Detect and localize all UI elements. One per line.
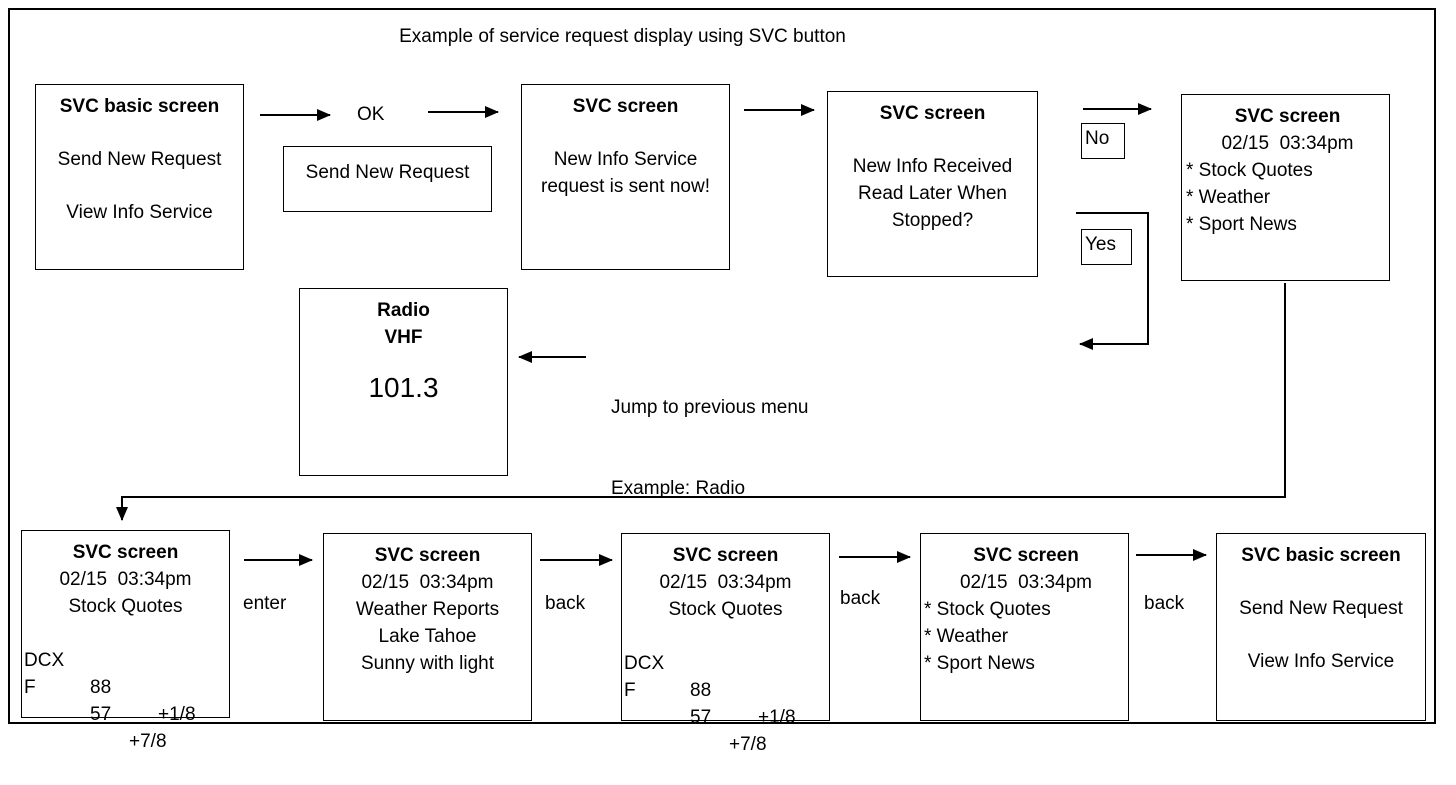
jump-note: Jump to previous menu Example: Radio bbox=[611, 340, 809, 529]
stock-quotes-title: Stock Quotes bbox=[68, 596, 183, 617]
no-label: No bbox=[1085, 128, 1110, 149]
diagram-title: Example of service request display using… bbox=[399, 26, 846, 47]
flow-arrows bbox=[116, 103, 1286, 566]
vhf-label: VHF bbox=[384, 327, 423, 348]
stock-price: 88 bbox=[90, 677, 112, 698]
menu-item-sport-news: * Sport News bbox=[924, 653, 1035, 674]
date-time: 02/15 03:34pm bbox=[1221, 133, 1354, 154]
svc-screen-stocks-1: SVC screen 02/15 03:34pm Stock Quotes DC… bbox=[21, 530, 230, 752]
back-label-3: back bbox=[1144, 593, 1185, 614]
stock-row-f: F 57 +7/8 bbox=[622, 650, 829, 755]
stock-price: 88 bbox=[690, 680, 712, 701]
sent-line-2: request is sent now! bbox=[541, 176, 710, 197]
radio-frequency: 101.3 bbox=[368, 372, 439, 403]
yes-option-box: Yes bbox=[1081, 229, 1132, 265]
menu-item-weather: * Weather bbox=[1186, 187, 1271, 208]
ok-label: OK bbox=[357, 104, 385, 125]
svc-screen-menu-1: SVC screen 02/15 03:34pm * Stock Quotes … bbox=[1181, 94, 1390, 281]
svc-screen-weather: SVC screen 02/15 03:34pm Weather Reports… bbox=[323, 533, 532, 721]
back-label-2: back bbox=[840, 588, 881, 609]
screen-heading: SVC screen bbox=[374, 545, 481, 566]
send-new-request-option: Send New Request bbox=[1239, 598, 1403, 619]
arrow-menu-to-stocks bbox=[116, 283, 1286, 521]
arrow-yes-to-radio bbox=[1076, 212, 1149, 350]
svc-basic-screen-1: SVC basic screen Send New Request View I… bbox=[35, 84, 244, 270]
screen-heading: SVC screen bbox=[672, 545, 779, 566]
stock-symbol: DCX bbox=[24, 650, 65, 671]
svc-screen-request-sent: SVC screen New Info Service request is s… bbox=[521, 84, 730, 270]
menu-item-stock-quotes: * Stock Quotes bbox=[924, 599, 1051, 620]
enter-label: enter bbox=[243, 593, 287, 614]
diagram-frame bbox=[8, 8, 1436, 724]
stock-row-f: F 57 +7/8 bbox=[22, 647, 229, 752]
received-line-3: Stopped? bbox=[891, 210, 974, 231]
menu-item-sport-news: * Sport News bbox=[1186, 214, 1297, 235]
date-time: 02/15 03:34pm bbox=[59, 569, 192, 590]
stock-change: +7/8 bbox=[129, 731, 167, 752]
screen-heading: SVC screen bbox=[973, 545, 1079, 566]
stock-quotes-title: Stock Quotes bbox=[668, 599, 783, 620]
screen-heading: SVC screen bbox=[72, 542, 179, 563]
radio-screen: Radio VHF 101.3 bbox=[299, 288, 508, 476]
date-time: 02/15 03:34pm bbox=[659, 572, 792, 593]
svc-screen-info-received: SVC screen New Info Received Read Later … bbox=[827, 91, 1038, 277]
svc-basic-screen-2: SVC basic screen Send New Request View I… bbox=[1216, 533, 1426, 721]
screen-heading: SVC basic screen bbox=[1241, 545, 1401, 566]
weather-line-1: Weather Reports bbox=[355, 599, 500, 620]
stock-price: 57 bbox=[90, 704, 112, 725]
radio-label: Radio bbox=[377, 300, 430, 321]
no-option-box: No bbox=[1081, 123, 1125, 159]
stock-change: +1/8 bbox=[758, 707, 796, 728]
stock-row-dcx: DCX 88 +1/8 bbox=[622, 623, 829, 728]
yes-label: Yes bbox=[1085, 234, 1116, 255]
stock-change: +7/8 bbox=[729, 734, 767, 755]
date-time: 02/15 03:34pm bbox=[361, 572, 494, 593]
menu-item-stock-quotes: * Stock Quotes bbox=[1186, 160, 1313, 181]
stock-symbol: F bbox=[624, 680, 636, 701]
screen-heading: SVC screen bbox=[572, 96, 679, 117]
screen-heading: SVC basic screen bbox=[59, 96, 220, 117]
jump-note-line-1: Jump to previous menu bbox=[611, 397, 809, 418]
stock-row-dcx: DCX 88 +1/8 bbox=[22, 620, 229, 725]
screen-heading: SVC screen bbox=[1234, 106, 1341, 127]
send-new-request-option: Send New Request bbox=[57, 149, 222, 170]
date-time: 02/15 03:34pm bbox=[959, 572, 1093, 593]
stock-price: 57 bbox=[690, 707, 712, 728]
svc-screen-menu-2: SVC screen 02/15 03:34pm * Stock Quotes … bbox=[920, 533, 1129, 721]
received-line-1: New Info Received bbox=[852, 156, 1013, 177]
back-label-1: back bbox=[545, 593, 586, 614]
screen-heading: SVC screen bbox=[879, 103, 986, 124]
svc-screen-stocks-2: SVC screen 02/15 03:34pm Stock Quotes DC… bbox=[621, 533, 830, 755]
menu-item-weather: * Weather bbox=[924, 626, 1009, 647]
weather-line-3: Sunny with light bbox=[360, 653, 495, 674]
send-new-request-box: Send New Request bbox=[283, 146, 492, 212]
view-info-service-option: View Info Service bbox=[66, 202, 213, 223]
send-new-request-text: Send New Request bbox=[305, 162, 470, 183]
received-line-2: Read Later When bbox=[858, 183, 1007, 204]
stock-symbol: DCX bbox=[624, 653, 665, 674]
stock-symbol: F bbox=[24, 677, 36, 698]
weather-line-2: Lake Tahoe bbox=[378, 626, 477, 647]
sent-line-1: New Info Service bbox=[553, 149, 698, 170]
view-info-service-option: View Info Service bbox=[1247, 651, 1395, 672]
jump-note-line-2: Example: Radio bbox=[611, 478, 746, 499]
stock-change: +1/8 bbox=[158, 704, 196, 725]
